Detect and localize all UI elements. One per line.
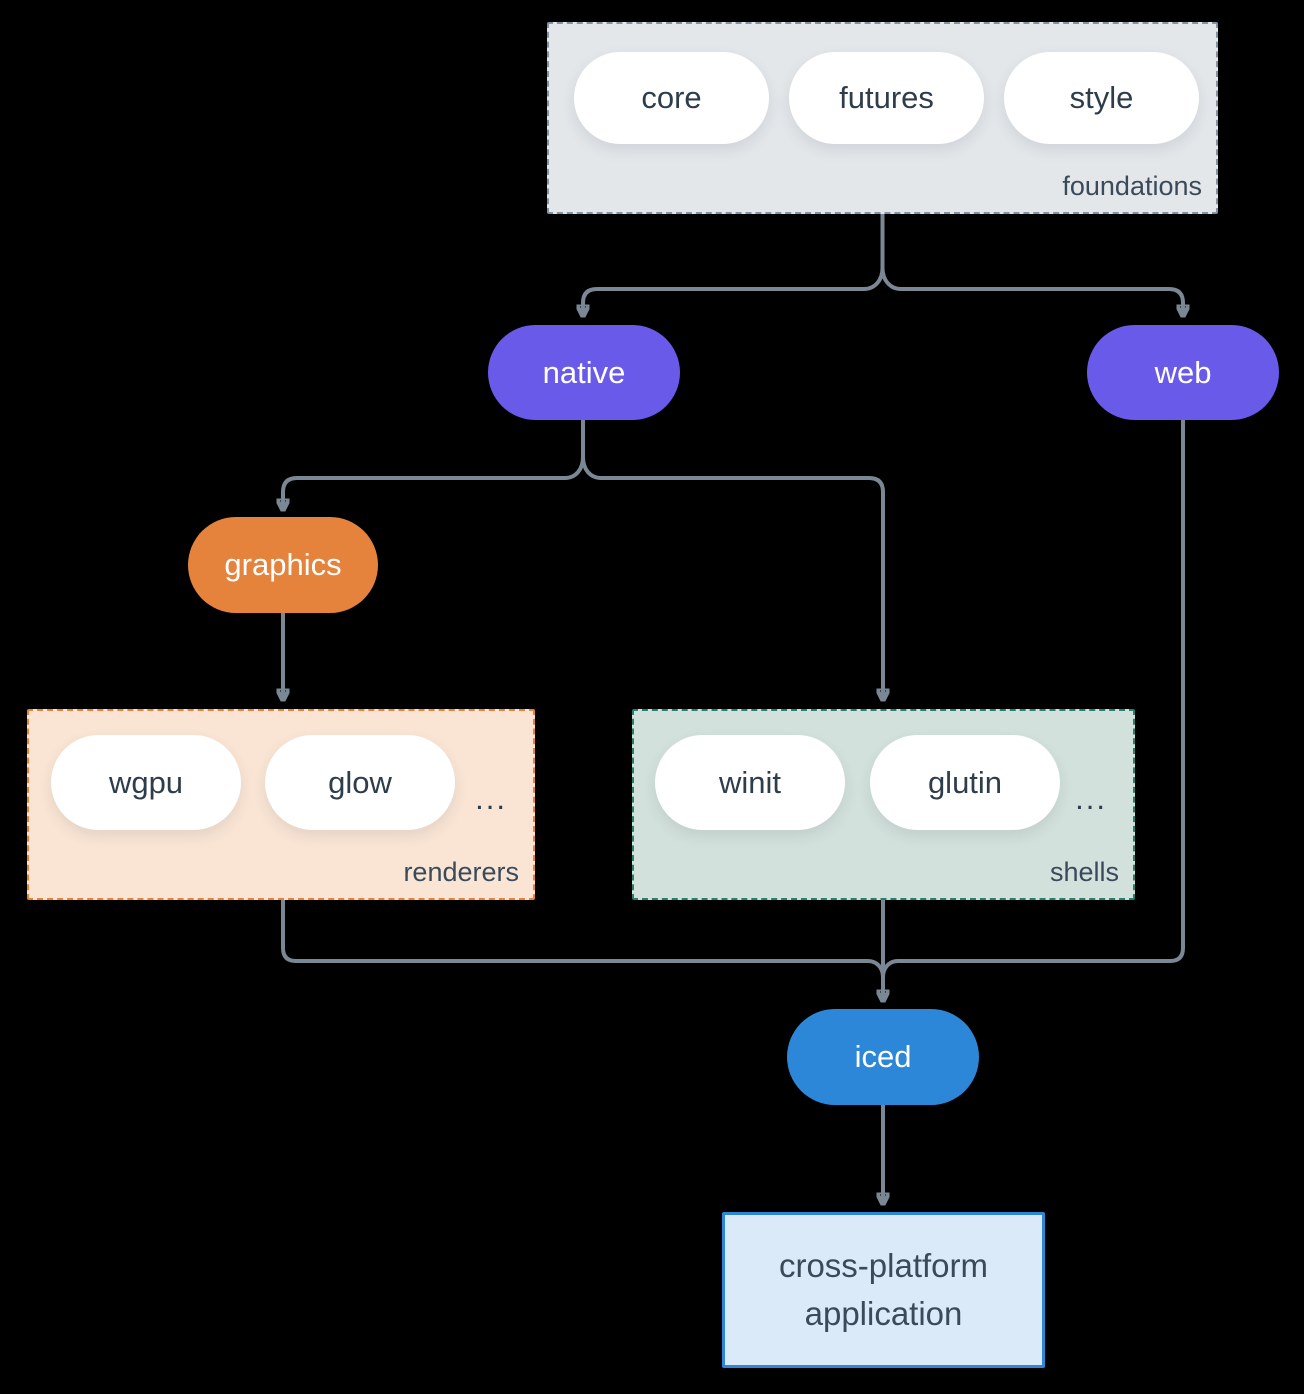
- shells-label: shells: [1049, 857, 1119, 887]
- edge-foundations-native: [583, 214, 885, 314]
- edge-renderers-merge: [281, 900, 885, 978]
- group-foundations: core futures style foundations: [547, 22, 1218, 214]
- node-iced: iced: [787, 1009, 979, 1105]
- node-glutin: glutin: [870, 735, 1060, 830]
- edge-foundations-web: [880, 214, 1184, 314]
- node-web: web: [1087, 325, 1279, 420]
- node-graphics: graphics: [188, 517, 378, 613]
- application-label-line2: application: [804, 1295, 963, 1332]
- node-wgpu: wgpu: [51, 735, 241, 830]
- node-winit: winit: [655, 735, 845, 830]
- foundations-label: foundations: [1062, 171, 1202, 201]
- node-style: style: [1004, 52, 1199, 144]
- group-renderers: wgpu glow ... renderers: [27, 709, 535, 900]
- renderers-ellipsis: ...: [475, 780, 507, 816]
- node-core: core: [574, 52, 769, 144]
- node-glow: glow: [265, 735, 455, 830]
- application-label-line1: cross-platform: [778, 1247, 989, 1284]
- edge-native-graphics: [283, 420, 585, 508]
- renderers-label: renderers: [403, 857, 519, 887]
- shells-ellipsis: ...: [1075, 780, 1107, 816]
- node-futures: futures: [789, 52, 984, 144]
- edge-native-shells: [581, 420, 883, 698]
- node-native: native: [488, 325, 680, 420]
- node-application: cross-platform application: [722, 1212, 1045, 1368]
- group-shells: winit glutin ... shells: [632, 709, 1135, 900]
